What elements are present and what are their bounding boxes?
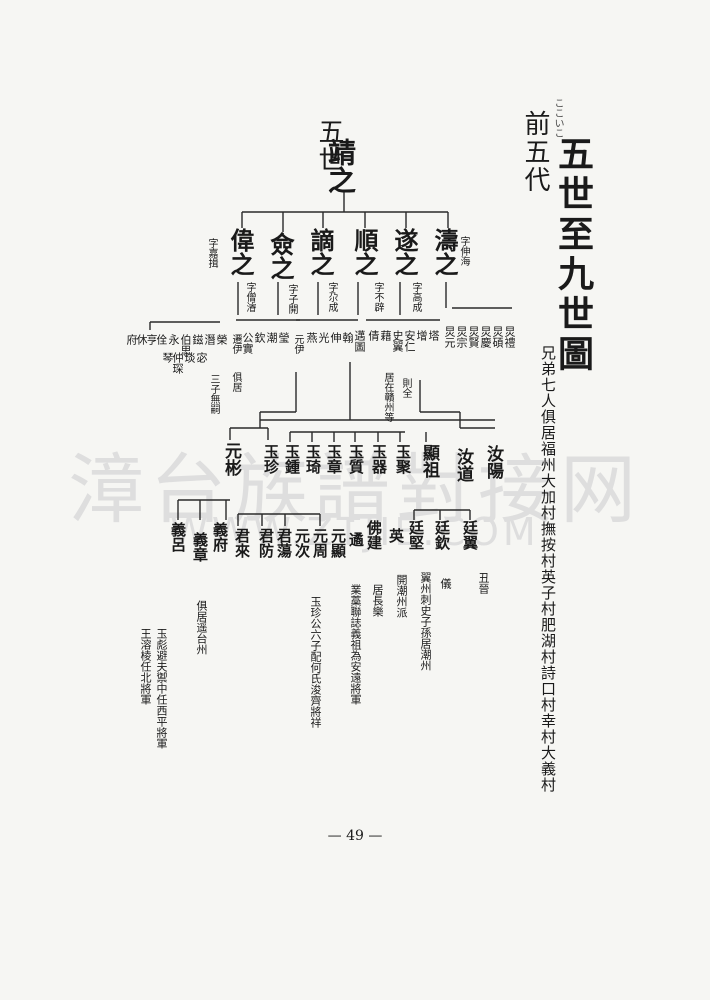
gen7-name: 邁圖 [353,330,366,352]
gen7-name: 史翼 [391,330,404,352]
root-name: 靖之 [324,138,357,194]
gen9-name: 英 [387,528,405,543]
gen7-name: 藉 [379,330,392,341]
gen7-note: 三子無嗣 [208,374,219,414]
gen7-name: 炅禮 [503,326,516,348]
gen9-name: 義章 [191,532,209,562]
gen8-name: 玉聚 [394,444,412,474]
gen7-name: 仲琛 [171,352,184,374]
gen9-note: 玉彪避夫禦中任西平將軍 [155,628,168,749]
gen7-name: 伯思 [179,334,192,356]
gen9-note: 業藁聯誌義祖為安遠將軍 [349,584,362,705]
ruby-marks: ここいこ [552,98,563,138]
gen6-name: 偉之 [226,228,255,276]
gen7-name: 永 [167,334,180,345]
gen7-note: 遷伊 [230,334,241,354]
gen7-name: 佺 [155,334,168,345]
gen8-name: 玉章 [325,444,343,474]
gen7-name: 琰 [183,352,196,363]
gen9-name: 君來 [233,528,251,558]
gen7-name: 塔 [427,330,440,341]
gen9-name: 佛建 [365,520,383,550]
gen7-name: 炅宗 [455,326,468,348]
gen7-name: 府 [125,334,138,345]
gen7-name: 安仁 [403,330,416,352]
gen8-name: 元彬 [221,442,241,476]
gen8-name: 汝道 [453,448,473,482]
gen7-name: 榮 [215,334,228,345]
gen9-note: 居長樂 [371,584,384,617]
gen7-name: 鎡 [191,334,204,345]
gen9-name: 廷堅 [407,520,425,550]
gen9-note: 俱居遥台州 [195,600,208,655]
gen7-name: 燕 [305,332,318,343]
gen7-name: 炅賢 [467,326,480,348]
gen6-name: 順之 [350,228,379,276]
gen7-name: 炅慶 [479,326,492,348]
gen9-name: 元顯 [329,528,347,558]
description-text: 兄弟七人俱居福州大加村撫按村英子村肥湖村詩口村幸村大義村 [539,345,557,793]
gen6-far-left-note: 字嘉揖 [206,238,217,268]
gen9-name: 義呂 [169,522,187,552]
gen7-name: 增 [415,330,428,341]
gen7-name: 翰 [341,332,354,343]
gen7-name: 亨 [145,334,158,345]
gen9-name: 元次 [293,528,311,558]
gen7-name: 伸 [329,332,342,343]
gen7-note: 居在贛州等 [382,372,393,422]
gen7-name: 炅碩 [491,326,504,348]
gen9-name: 義府 [211,522,229,552]
gen8-name: 顯祖 [419,444,439,478]
gen8-name: 玉珍 [262,444,280,474]
gen9-name: 元周 [311,528,329,558]
gen9-note: 開潮州派 [395,574,408,618]
gen8-name: 玉鍾 [283,444,301,474]
gen6-name: 遂之 [390,228,419,276]
gen7-name: 炅元 [443,326,456,348]
gen7-name: 瑩 [277,332,290,343]
gen9-name: 廷欽 [433,520,451,550]
gen6-note: 字尕成 [326,282,337,312]
chart-title: 五世至九世圖 [552,135,594,375]
gen9-name: 君蕩 [275,528,293,558]
gen7-note: 俱居 [230,372,241,392]
gen7-name: 休 [135,334,148,345]
gen9-note: 王溶棱任北將軍 [139,628,152,705]
gen6-name: 僉之 [266,232,295,280]
gen8-name: 玉質 [347,444,365,474]
gen7-name: 光 [317,332,330,343]
gen6-note: 字高成 [410,282,421,312]
gen7-name: 欽 [253,332,266,343]
gen9-note: 翼州刺史子孫居潮州 [419,572,432,671]
gen9-note: 丑晉 [477,572,490,594]
gen7-note: 則全 [400,378,411,398]
gen9-note: 玉珍公六子配何氏浚齊將祥 [309,596,322,728]
gen7-name: 琴 [161,352,174,363]
gen8-name: 玉琦 [304,444,322,474]
gen7-name: 宓 [195,352,208,363]
gen8-name: 玉器 [370,444,388,474]
gen6-name: 濤之 [430,228,459,276]
gen6-name: 謫之 [306,228,335,276]
page-number: — 49 — [327,828,383,844]
gen6-note: 字子開 [286,284,297,314]
chart-subtitle: 前五代 [520,110,550,194]
gen6-note: 字不辟 [372,282,383,312]
gen7-name: 潛 [203,334,216,345]
gen8-name: 汝陽 [483,445,503,479]
gen7-name: 潮 [265,332,278,343]
gen6-note: 字伸海 [458,236,469,266]
gen6-note: 字僧濬 [244,282,255,312]
root-generation-label: 五世 [314,118,344,174]
gen7-note: 元伊 [292,334,303,354]
gen7-name: 公實 [241,332,254,354]
gen7-name: 倩 [367,330,380,341]
gen9-note: 儀 [439,578,452,589]
gen9-name: 君防 [257,528,275,558]
gen9-name: 遹 [347,532,365,547]
gen9-name: 廷翼 [461,520,479,550]
